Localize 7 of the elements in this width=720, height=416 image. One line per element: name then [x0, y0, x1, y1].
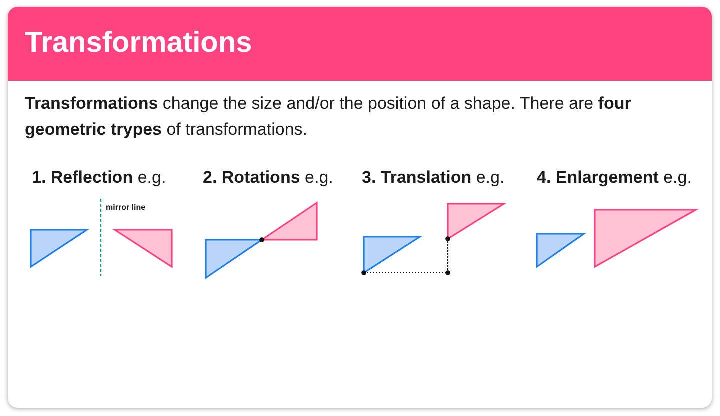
mirror-line-label: mirror line: [106, 203, 146, 213]
section-heading: 3. Translation e.g.: [362, 168, 505, 188]
intro-paragraph: Transformations change the size and/or the position of a shape. There are four geometric trypes of transformations.: [25, 93, 632, 141]
title-text: Transformations: [25, 26, 252, 60]
section-heading: 1. Reflection e.g.: [32, 168, 166, 188]
section-heading: 4. Enlargement e.g.: [537, 168, 692, 188]
section-heading: 2. Rotations e.g.: [203, 168, 334, 188]
